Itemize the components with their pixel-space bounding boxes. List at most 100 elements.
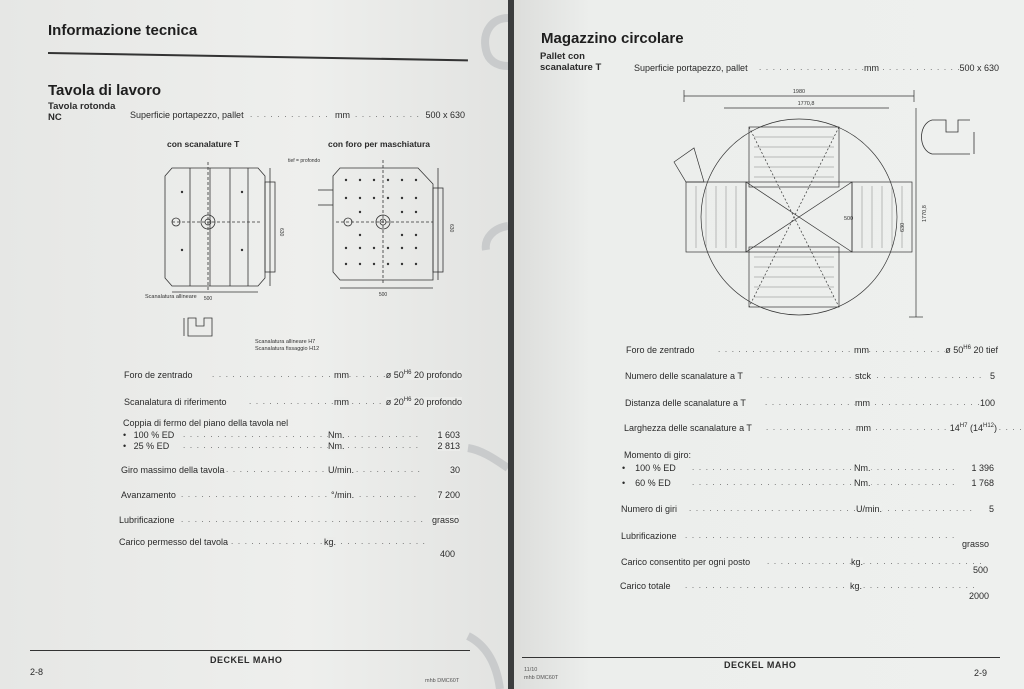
dim-500-a: 500 xyxy=(204,296,213,302)
row-scanalatura-riferimento: Scanalatura di riferimento . . . . . . .… xyxy=(124,397,462,409)
t-slot-section-drawing xyxy=(921,119,975,155)
slot-legend-1: Scanalatura allineare H7 xyxy=(255,339,316,345)
leader-dots: . . . . . . . . . . . . . . . . . . . . … xyxy=(692,463,957,472)
row-label: Carico consentito per ogni posto xyxy=(621,557,751,567)
footer-code-2: mhb DMC60T xyxy=(524,675,559,681)
leader-dots: . . . . . . . . . . . . . . . . . . . . … xyxy=(767,557,982,566)
caption-tapping: con foro per maschiatura xyxy=(328,139,431,149)
slot-legend-2: Scanalatura fissaggio H12 xyxy=(255,346,320,352)
row-unit: stck xyxy=(855,371,872,381)
row-unit: Nm. xyxy=(328,430,345,440)
leader-dots: . . . . . . . . . . . . . . . . . . . . … xyxy=(226,465,421,474)
leader-dots: . . . . . . . . . . . . . . . . . . . . … xyxy=(766,423,1021,432)
binding-gutter xyxy=(508,0,514,689)
row-value: 14H7 (14H12) xyxy=(949,423,997,433)
row-value: 100 xyxy=(979,398,995,408)
page-header: Informazione tecnica xyxy=(48,22,198,39)
row-momento-60: • 60 % ED . . . . . . . . . . . . . . . … xyxy=(622,478,994,490)
row-value: 1 768 xyxy=(971,478,994,488)
row-unit: °/min. xyxy=(331,490,355,500)
row-larghezza-scanalature: Larghezza delle scanalature a T . . . . … xyxy=(624,423,1021,437)
row-carico-consentito: Carico consentito per ogni posto . . . .… xyxy=(621,557,994,569)
drawing-note-slot: Scanalatura allineare xyxy=(145,294,197,300)
binder-ring-icon xyxy=(467,444,508,472)
dim-630-b: 630 xyxy=(448,224,454,233)
row-label: Scanalatura di riferimento xyxy=(124,397,227,407)
header-rule xyxy=(47,52,468,62)
leader-dots: . . . . . . . . . . . . . . . . . . . . … xyxy=(718,345,973,354)
t-slot-profile-drawing xyxy=(183,317,213,337)
subtitle: Pallet con scanalature T xyxy=(540,51,602,73)
dim-500-b: 500 xyxy=(379,292,388,298)
dim-1980: 1980 xyxy=(793,89,805,95)
footer-rule xyxy=(522,657,1000,658)
subtitle: Tavola rotonda NC xyxy=(48,101,116,123)
row-label: Numero di giri xyxy=(621,504,678,514)
caption-t-slots: con scanalature T xyxy=(167,139,240,149)
spec-value: 500 x 630 xyxy=(425,110,465,120)
leader-dots: . . . . . . . . . . . . . . . . . . . . … xyxy=(685,581,975,590)
leader-dots: . . . . . . . . . . . . . . . . . . . . … xyxy=(183,430,423,439)
row-value: 30 xyxy=(449,465,460,475)
footer-code-1: 11/10 xyxy=(524,667,538,673)
footer-code: mhb DMC60T xyxy=(425,678,460,684)
row-value: 1 396 xyxy=(971,463,994,473)
row-unit: mm xyxy=(856,423,871,433)
row-lubrificazione: Lubrificazione . . . . . . . . . . . . .… xyxy=(119,515,459,527)
row-value: 2 813 xyxy=(437,441,460,451)
page-header: Magazzino circolare xyxy=(541,30,684,47)
spec-label: Superficie portapezzo, pallet xyxy=(130,110,244,120)
right-page: Magazzino circolare Pallet con scanalatu… xyxy=(514,0,1024,689)
row-unit: Nm. xyxy=(854,463,871,473)
leader-dots: . . . . . . . . . . . . . . . . . . . . … xyxy=(692,478,957,487)
row-numero-giri: Numero di giri . . . . . . . . . . . . .… xyxy=(621,504,994,516)
row-lubrificazione-value: grasso xyxy=(962,539,990,549)
page-number: 2-8 xyxy=(30,667,44,677)
row-label: Carico permesso del tavola xyxy=(119,537,229,547)
row-value: ø 50H6 20 profondo xyxy=(385,370,462,380)
row-coppia-100: • 100 % ED . . . . . . . . . . . . . . .… xyxy=(123,430,460,442)
row-label: Larghezza delle scanalature a T xyxy=(624,423,752,433)
spec-row-surface: Superficie portapezzo, pallet . . . . . … xyxy=(634,63,999,75)
binder-ring-icon xyxy=(466,632,504,689)
left-page: Informazione tecnica Tavola di lavoro Ta… xyxy=(0,0,508,689)
leader-dots: . . . . . . . . . . . . . . . . xyxy=(250,110,330,119)
section-title: Tavola di lavoro xyxy=(48,82,162,99)
row-unit: mm xyxy=(855,398,870,408)
footer-brand: DECKEL MAHO xyxy=(210,655,283,665)
row-avanzamento: Avanzamento . . . . . . . . . . . . . . … xyxy=(121,490,460,502)
row-unit: Nm. xyxy=(854,478,871,488)
row-unit: mm xyxy=(334,397,349,407)
row-unit: mm xyxy=(854,345,869,355)
row-foro-zentrado: Foro de zentrado . . . . . . . . . . . .… xyxy=(626,345,998,357)
row-value: 7 200 xyxy=(437,490,460,500)
t-slot-table-drawing: 500 630 xyxy=(164,162,284,302)
tapping-table-drawing: tief = profondo 500 630 xyxy=(288,158,454,298)
leader-dots: . . . . . . . . . . . . . . xyxy=(355,110,420,119)
binder-ring-icon xyxy=(481,14,508,70)
dim-1770-side: 1770,8 xyxy=(922,205,928,222)
row-label: • 100 % ED xyxy=(622,463,676,473)
row-unit: kg. xyxy=(851,557,864,567)
row-label: Carico totale xyxy=(620,581,671,591)
row-unit: kg. xyxy=(850,581,863,591)
row-distanza-scanalature: Distanza delle scanalature a T . . . . .… xyxy=(625,398,995,410)
leader-dots: . . . . . . . . . . . . . . . . . . . . … xyxy=(181,515,426,524)
row-label: Lubrificazione xyxy=(119,515,175,525)
row-coppia-25: • 25 % ED . . . . . . . . . . . . . . . … xyxy=(123,441,460,453)
row-numero-scanalature: Numero delle scanalature a T . . . . . .… xyxy=(625,371,995,383)
row-unit: kg. xyxy=(324,537,337,547)
leader-dots: . . . . . . . . . . . . . . . . . . . . … xyxy=(685,531,955,540)
circular-magazine-drawing: 1980 1770,8 1770,8 500 630 xyxy=(673,89,928,318)
row-carico-permesso: Carico permesso del tavola . . . . . . .… xyxy=(119,537,460,549)
row-label: Foro de zentrado xyxy=(124,370,193,380)
row-value: 5 xyxy=(988,504,994,514)
spec-unit: mm xyxy=(335,110,350,120)
row-lubrificazione: Lubrificazione . . . . . . . . . . . . .… xyxy=(621,531,994,543)
footer-rule xyxy=(30,650,470,651)
row-label: Lubrificazione xyxy=(621,531,677,541)
row-label: Giro massimo della tavola xyxy=(121,465,225,475)
row-label: Distanza delle scanalature a T xyxy=(625,398,746,408)
row-value: 5 xyxy=(989,371,995,381)
row-value: grasso xyxy=(431,515,459,525)
